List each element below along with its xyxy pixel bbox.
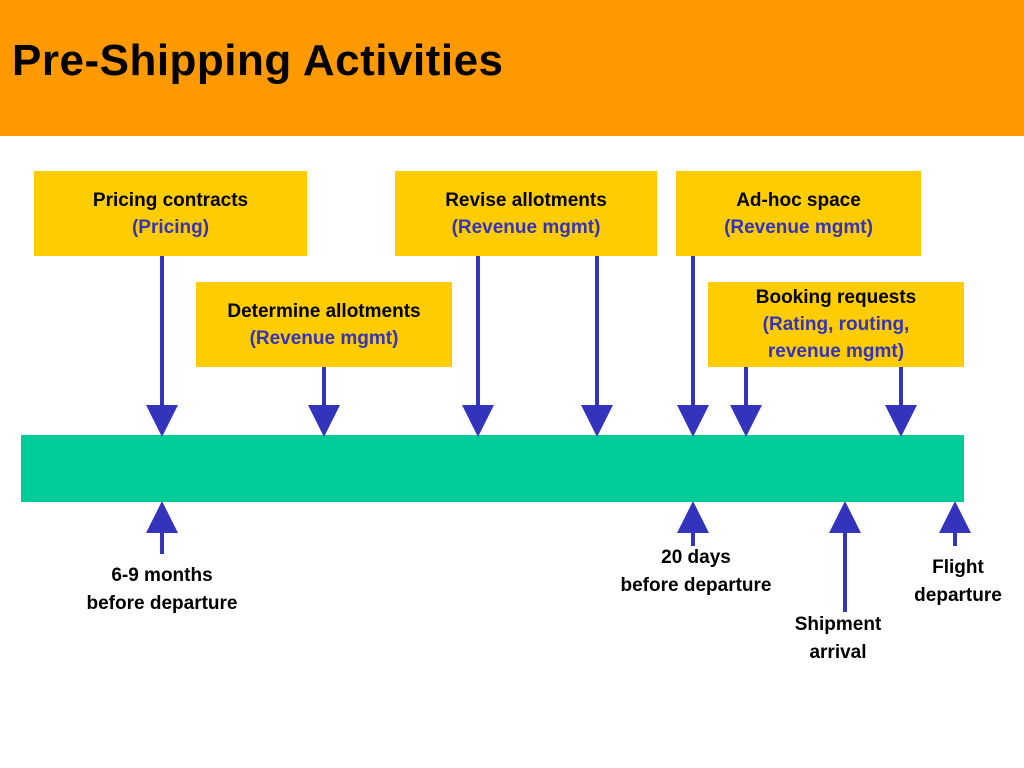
box-booking-requests-role-line2: revenue mgmt) xyxy=(767,341,905,362)
milestone-flight-departure: Flight departure xyxy=(900,554,1016,610)
box-booking-requests: Booking requests (Rating, routing, reven… xyxy=(708,282,964,367)
box-booking-requests-role-line1: (Rating, routing, xyxy=(762,314,910,335)
milestone-flight-departure-line1: Flight xyxy=(932,557,984,578)
milestone-shipment-arrival-line2: arrival xyxy=(809,642,867,663)
box-pricing-contracts-role: (Pricing) xyxy=(131,216,210,238)
milestone-6-9-months-line1: 6-9 months xyxy=(111,565,213,586)
milestone-shipment-arrival-line1: Shipment xyxy=(794,614,882,635)
page-title: Pre-Shipping Activities xyxy=(12,36,504,85)
box-determine-allotments-label: Determine allotments xyxy=(227,300,421,322)
box-ad-hoc-space-role: (Revenue mgmt) xyxy=(724,216,873,238)
box-revise-allotments-role: (Revenue mgmt) xyxy=(451,216,601,238)
box-booking-requests-label: Booking requests xyxy=(755,287,917,308)
box-pricing-contracts-label: Pricing contracts xyxy=(92,189,249,211)
milestone-shipment-arrival: Shipment arrival xyxy=(768,611,908,667)
milestone-20-days-line2: before departure xyxy=(620,575,772,596)
box-pricing-contracts: Pricing contracts (Pricing) xyxy=(34,171,307,256)
milestone-20-days: 20 days before departure xyxy=(586,544,806,600)
box-ad-hoc-space: Ad-hoc space (Revenue mgmt) xyxy=(676,171,921,256)
header-banner: Pre-Shipping Activities xyxy=(0,0,1024,136)
timeline-bar xyxy=(21,435,964,502)
box-ad-hoc-space-label: Ad-hoc space xyxy=(736,189,861,211)
milestone-6-9-months-line2: before departure xyxy=(86,593,238,614)
box-revise-allotments-label: Revise allotments xyxy=(445,189,607,211)
box-determine-allotments-role: (Revenue mgmt) xyxy=(249,327,399,349)
box-revise-allotments: Revise allotments (Revenue mgmt) xyxy=(395,171,657,256)
box-determine-allotments: Determine allotments (Revenue mgmt) xyxy=(196,282,452,367)
milestone-flight-departure-line2: departure xyxy=(914,585,1002,606)
milestone-6-9-months: 6-9 months before departure xyxy=(52,562,272,618)
milestone-20-days-line1: 20 days xyxy=(661,547,731,568)
